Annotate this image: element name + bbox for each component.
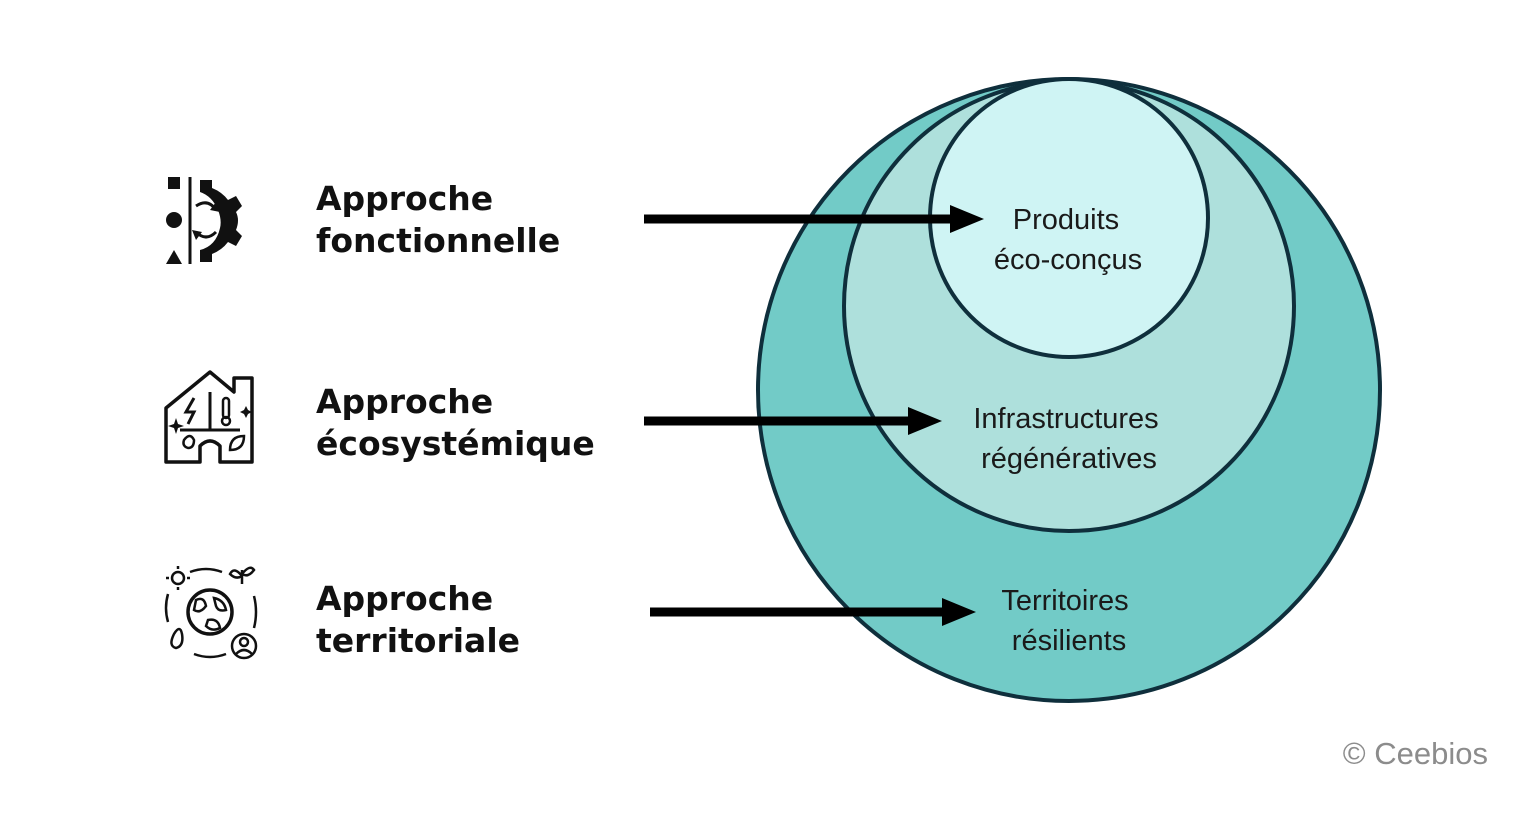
circle-infrastructures-line1: Infrastructures	[973, 403, 1158, 435]
approach-label-functional: Approche fonctionnelle	[316, 178, 560, 262]
approach-label-line2: territoriale	[316, 621, 521, 660]
approach-label-line1: Approche	[316, 579, 494, 618]
circle-products-line2: éco-conçus	[994, 244, 1142, 276]
gear-process-icon	[166, 177, 242, 264]
circle-infrastructures-line2: régénératives	[981, 443, 1157, 475]
approach-label-line2: écosystémique	[316, 424, 595, 463]
circle-products-line1: Produits	[1013, 204, 1119, 236]
circle-territories-line2: résilients	[1012, 625, 1126, 657]
arrow-territorial	[650, 598, 976, 626]
circle-territories-line1: Territoires	[1001, 585, 1128, 617]
arrow-ecosystemic	[644, 407, 942, 435]
copyright-notice: © Ceebios	[1342, 736, 1488, 771]
earth-cycle-icon	[164, 566, 258, 660]
approach-label-line1: Approche	[316, 382, 494, 421]
approach-label-territorial: Approche territoriale	[316, 578, 520, 662]
approach-label-line2: fonctionnelle	[316, 221, 561, 260]
arrow-functional	[644, 205, 984, 233]
smart-house-icon	[164, 370, 254, 464]
approach-label-ecosystemic: Approche écosystémique	[316, 381, 595, 465]
approach-label-line1: Approche	[316, 179, 494, 218]
